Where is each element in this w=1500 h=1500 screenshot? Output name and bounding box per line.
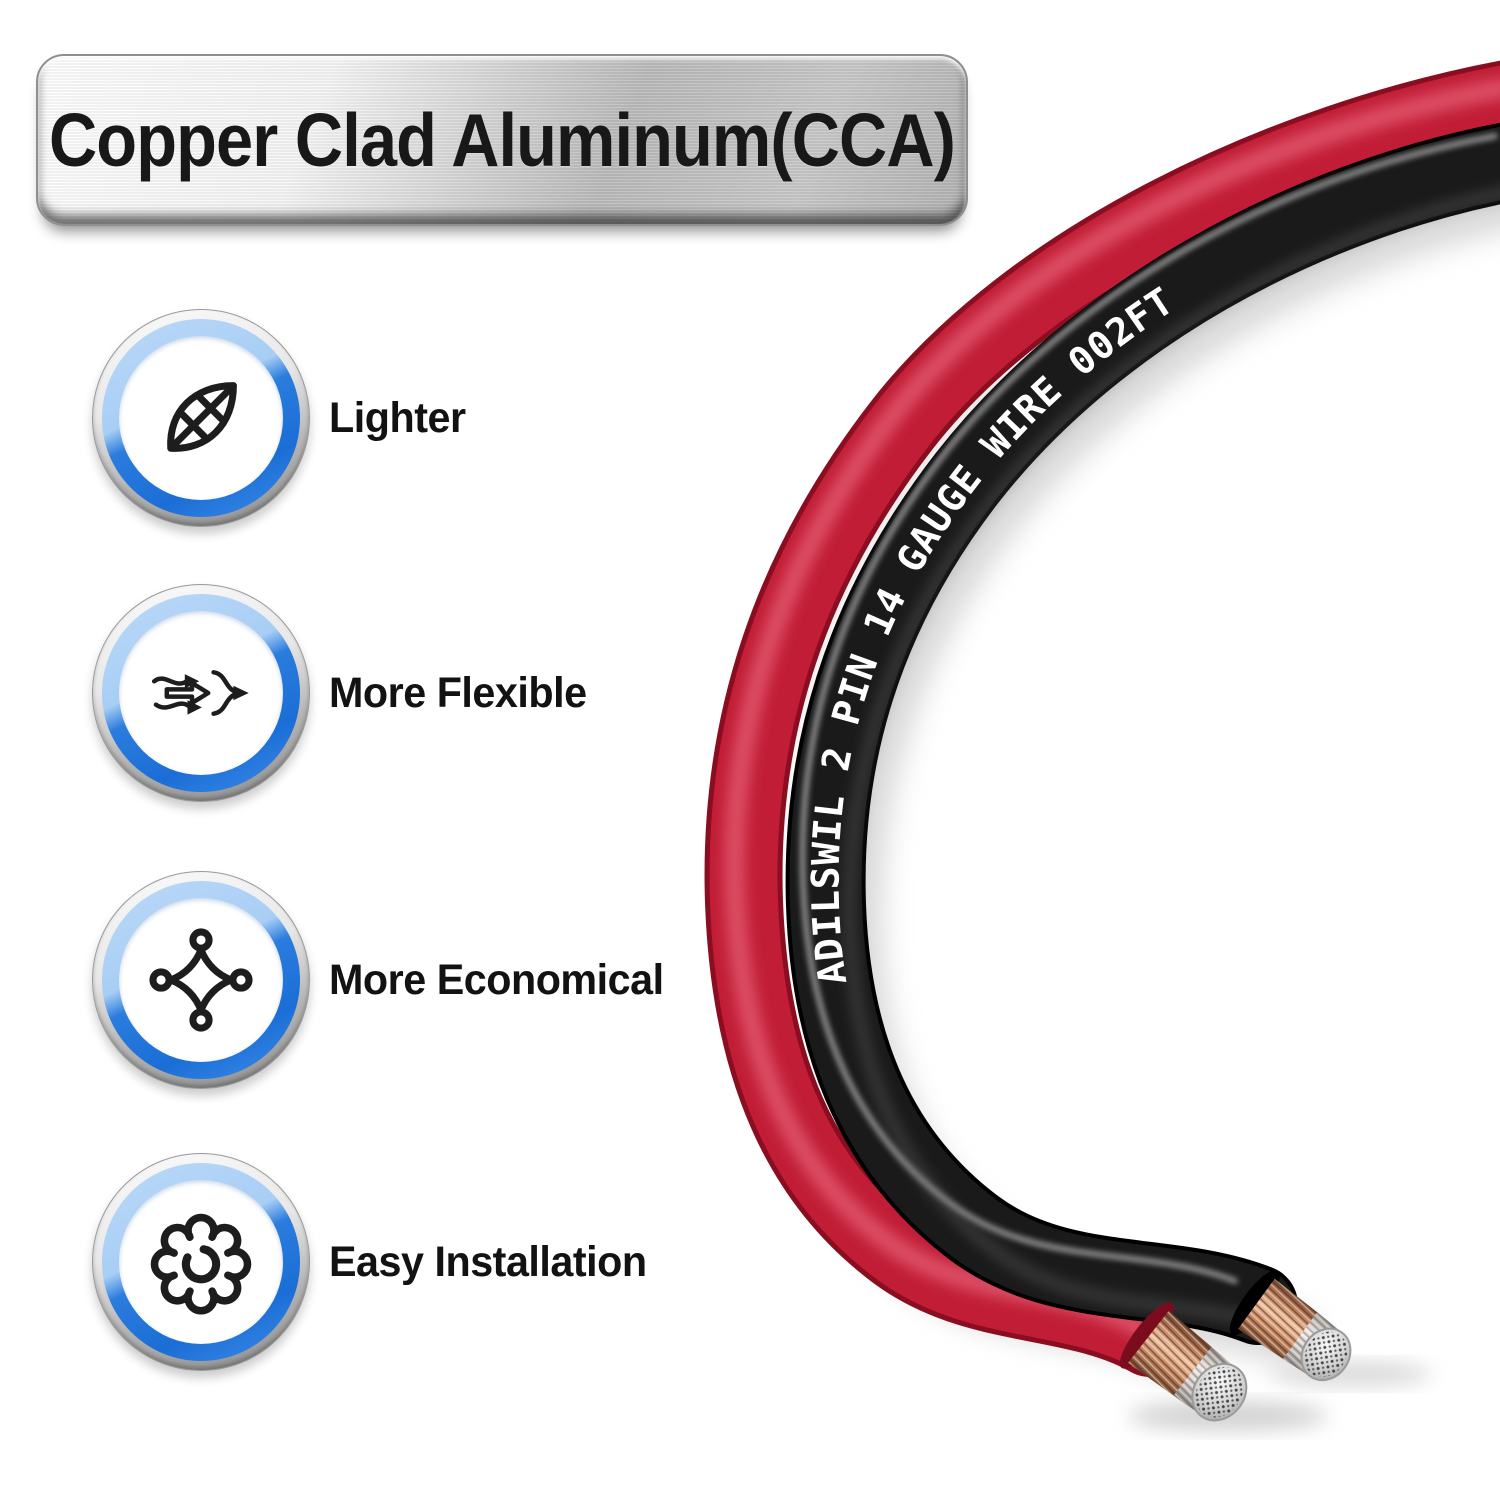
icon-core (119, 611, 283, 775)
feature-label: Lighter (329, 393, 466, 442)
blue-ring (102, 1163, 300, 1361)
gear-rotate-icon (150, 1213, 252, 1315)
feature-row-lighter: Lighter (92, 309, 471, 527)
blue-ring (102, 319, 300, 517)
title-banner: Copper Clad Aluminum(CCA) (36, 54, 968, 226)
icon-core (119, 898, 283, 1062)
feature-row-more-flexible: More Flexible (92, 584, 597, 802)
feature-label: More Economical (329, 955, 664, 1004)
feature-row-easy-installation: Easy Installation (92, 1153, 660, 1371)
feature-icon-button (92, 309, 310, 527)
black-wire-stripped-end (1229, 1270, 1352, 1382)
flex-arrows-icon (151, 670, 249, 716)
leaf-icon (167, 382, 237, 452)
network-diamond-icon (149, 928, 253, 1032)
feature-icon-button (92, 871, 310, 1089)
page-title: Copper Clad Aluminum(CCA) (48, 98, 956, 182)
feature-label: More Flexible (329, 668, 587, 717)
blue-ring (102, 881, 300, 1079)
icon-core (119, 1180, 283, 1344)
feature-label: Easy Installation (329, 1237, 647, 1286)
blue-ring (102, 594, 300, 792)
feature-row-more-economical: More Economical (92, 871, 678, 1089)
red-wire-stripped-end (1119, 1302, 1248, 1422)
icon-core (119, 336, 283, 500)
feature-icon-button (92, 1153, 310, 1371)
feature-icon-button (92, 584, 310, 802)
